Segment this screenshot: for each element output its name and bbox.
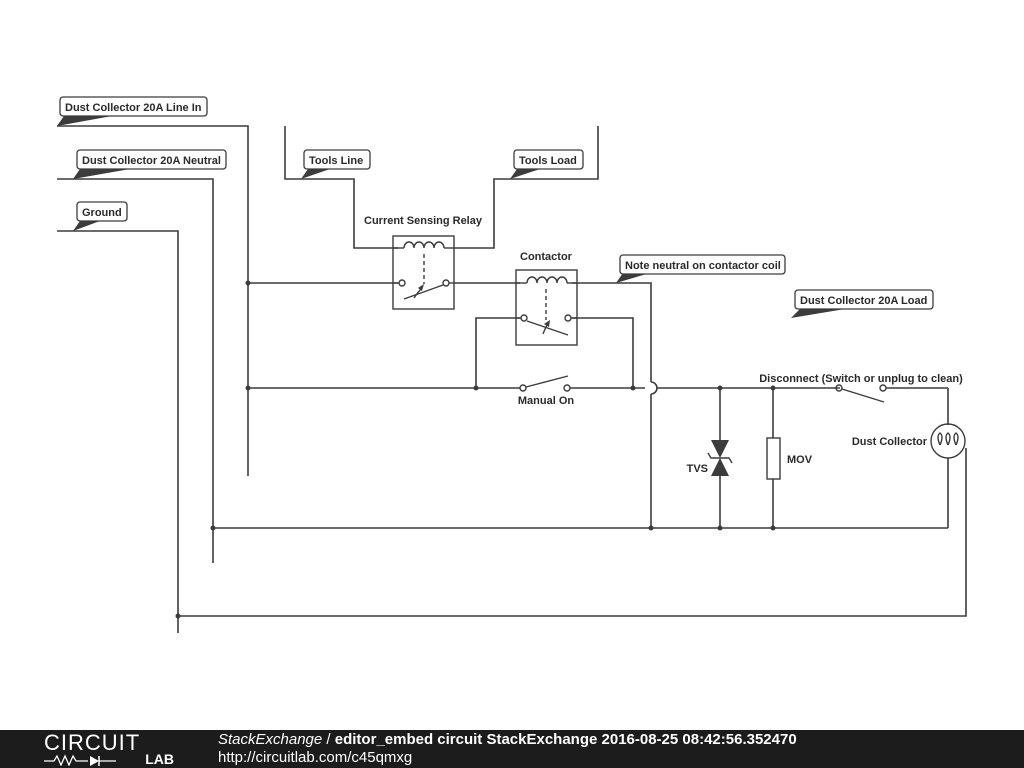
footer-description: editor_embed circuit StackExchange 2016-…	[334, 731, 797, 748]
footer-url-link[interactable]: http://circuitlab.com/c45qmxg	[218, 749, 413, 766]
logo-lab-text: LAB	[145, 751, 174, 767]
tag-tools-line-text: Tools Line	[309, 155, 363, 167]
logo-circuit-text: CIRCUIT	[44, 730, 141, 755]
circuit-schematic: Current Sensing Relay Contactor Manual O…	[57, 96, 967, 633]
contactor-label: Contactor	[520, 251, 573, 263]
contactor	[515, 269, 578, 346]
manual-on-switch	[519, 375, 571, 392]
tag-tools-load-text: Tools Load	[519, 155, 577, 167]
tag-tools-load: Tools Load	[510, 149, 584, 179]
dust-collector-motor	[930, 423, 966, 459]
tag-dc-load: Dust Collector 20A Load	[791, 289, 934, 318]
tag-dc-neutral-text: Dust Collector 20A Neutral	[82, 155, 221, 167]
tag-dc-neutral: Dust Collector 20A Neutral	[73, 149, 227, 179]
junction-dots	[175, 280, 776, 619]
circuitlab-logo[interactable]: CIRCUIT LAB	[44, 732, 174, 766]
tag-note-neutral: Note neutral on contactor coil	[616, 254, 786, 283]
tag-tools-line: Tools Line	[301, 149, 371, 179]
current-sensing-relay	[392, 235, 455, 310]
footer-separator: /	[322, 731, 335, 748]
footer-source-link[interactable]: StackExchange	[218, 731, 323, 748]
tvs-label: TVS	[687, 463, 708, 475]
disconnect-label: Disconnect (Switch or unplug to clean)	[759, 373, 963, 385]
disconnect-switch	[835, 384, 887, 403]
mov-resistor	[766, 437, 781, 480]
tag-note-neutral-text: Note neutral on contactor coil	[625, 260, 781, 272]
tvs-diode	[707, 440, 733, 476]
footer-bar: CIRCUIT LAB StackExchange / editor_embed…	[0, 730, 1024, 768]
dust-collector-label: Dust Collector	[852, 436, 928, 448]
tag-dc-load-text: Dust Collector 20A Load	[800, 295, 927, 307]
footer-title: StackExchange / editor_embed circuit Sta…	[218, 731, 797, 749]
tag-dc-line-in: Dust Collector 20A Line In	[57, 96, 208, 126]
current-sensing-relay-label: Current Sensing Relay	[364, 215, 483, 227]
tag-ground-text: Ground	[82, 207, 122, 219]
tag-ground: Ground	[73, 201, 128, 231]
logo-waveform	[44, 754, 174, 766]
manual-on-label: Manual On	[518, 395, 575, 407]
tag-dc-line-in-text: Dust Collector 20A Line In	[65, 102, 202, 114]
mov-label: MOV	[787, 454, 813, 466]
